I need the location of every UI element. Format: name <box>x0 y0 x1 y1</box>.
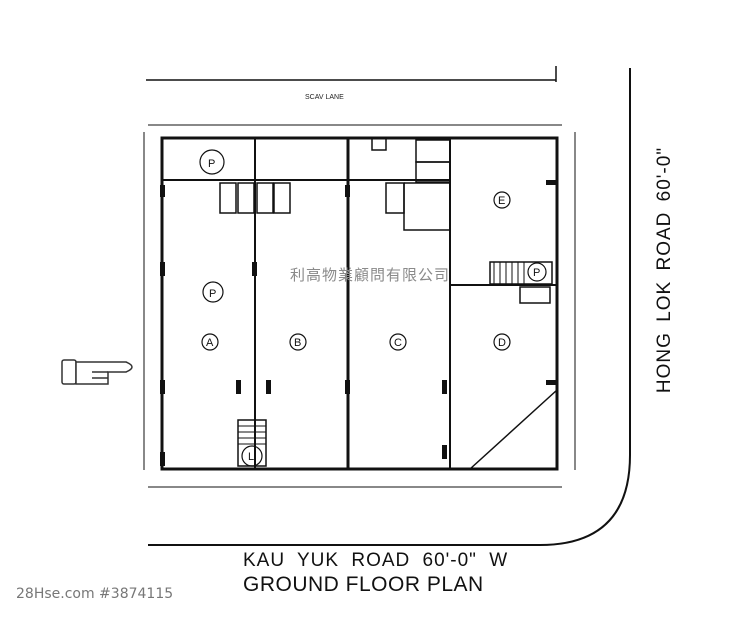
pointing-hand-icon <box>61 359 133 385</box>
dimension-lines <box>143 124 576 488</box>
marker-p-3: P <box>533 267 540 279</box>
watermark-listing: 28Hse.com #3874115 <box>16 586 174 602</box>
scav-lane <box>146 66 557 82</box>
building-walls <box>160 136 559 471</box>
kau-yuk-road-label: KAU YUK ROAD 60'-0" W <box>243 550 509 571</box>
marker-l: L <box>248 451 254 463</box>
unit-label-a: A <box>206 337 214 349</box>
unit-label-c: C <box>394 337 402 349</box>
column-marks <box>160 180 556 466</box>
marker-p-2: P <box>209 288 216 300</box>
plan-title: GROUND FLOOR PLAN <box>243 573 484 596</box>
unit-label-b: B <box>294 337 301 349</box>
scav-lane-label: SCAV LANE <box>305 94 344 101</box>
stair-hatching <box>238 262 525 445</box>
unit-markers <box>199 149 547 467</box>
watermark-company: 利高物業顧問有限公司 <box>290 266 451 284</box>
marker-p-1: P <box>208 158 215 170</box>
unit-label-d: D <box>498 337 506 349</box>
unit-labels: A B C D E P P P L <box>206 158 540 463</box>
road-edge-curve <box>148 68 631 546</box>
hong-lok-road-label: HONG LOK ROAD 60'-0" <box>654 146 675 394</box>
unit-label-e: E <box>498 195 505 207</box>
